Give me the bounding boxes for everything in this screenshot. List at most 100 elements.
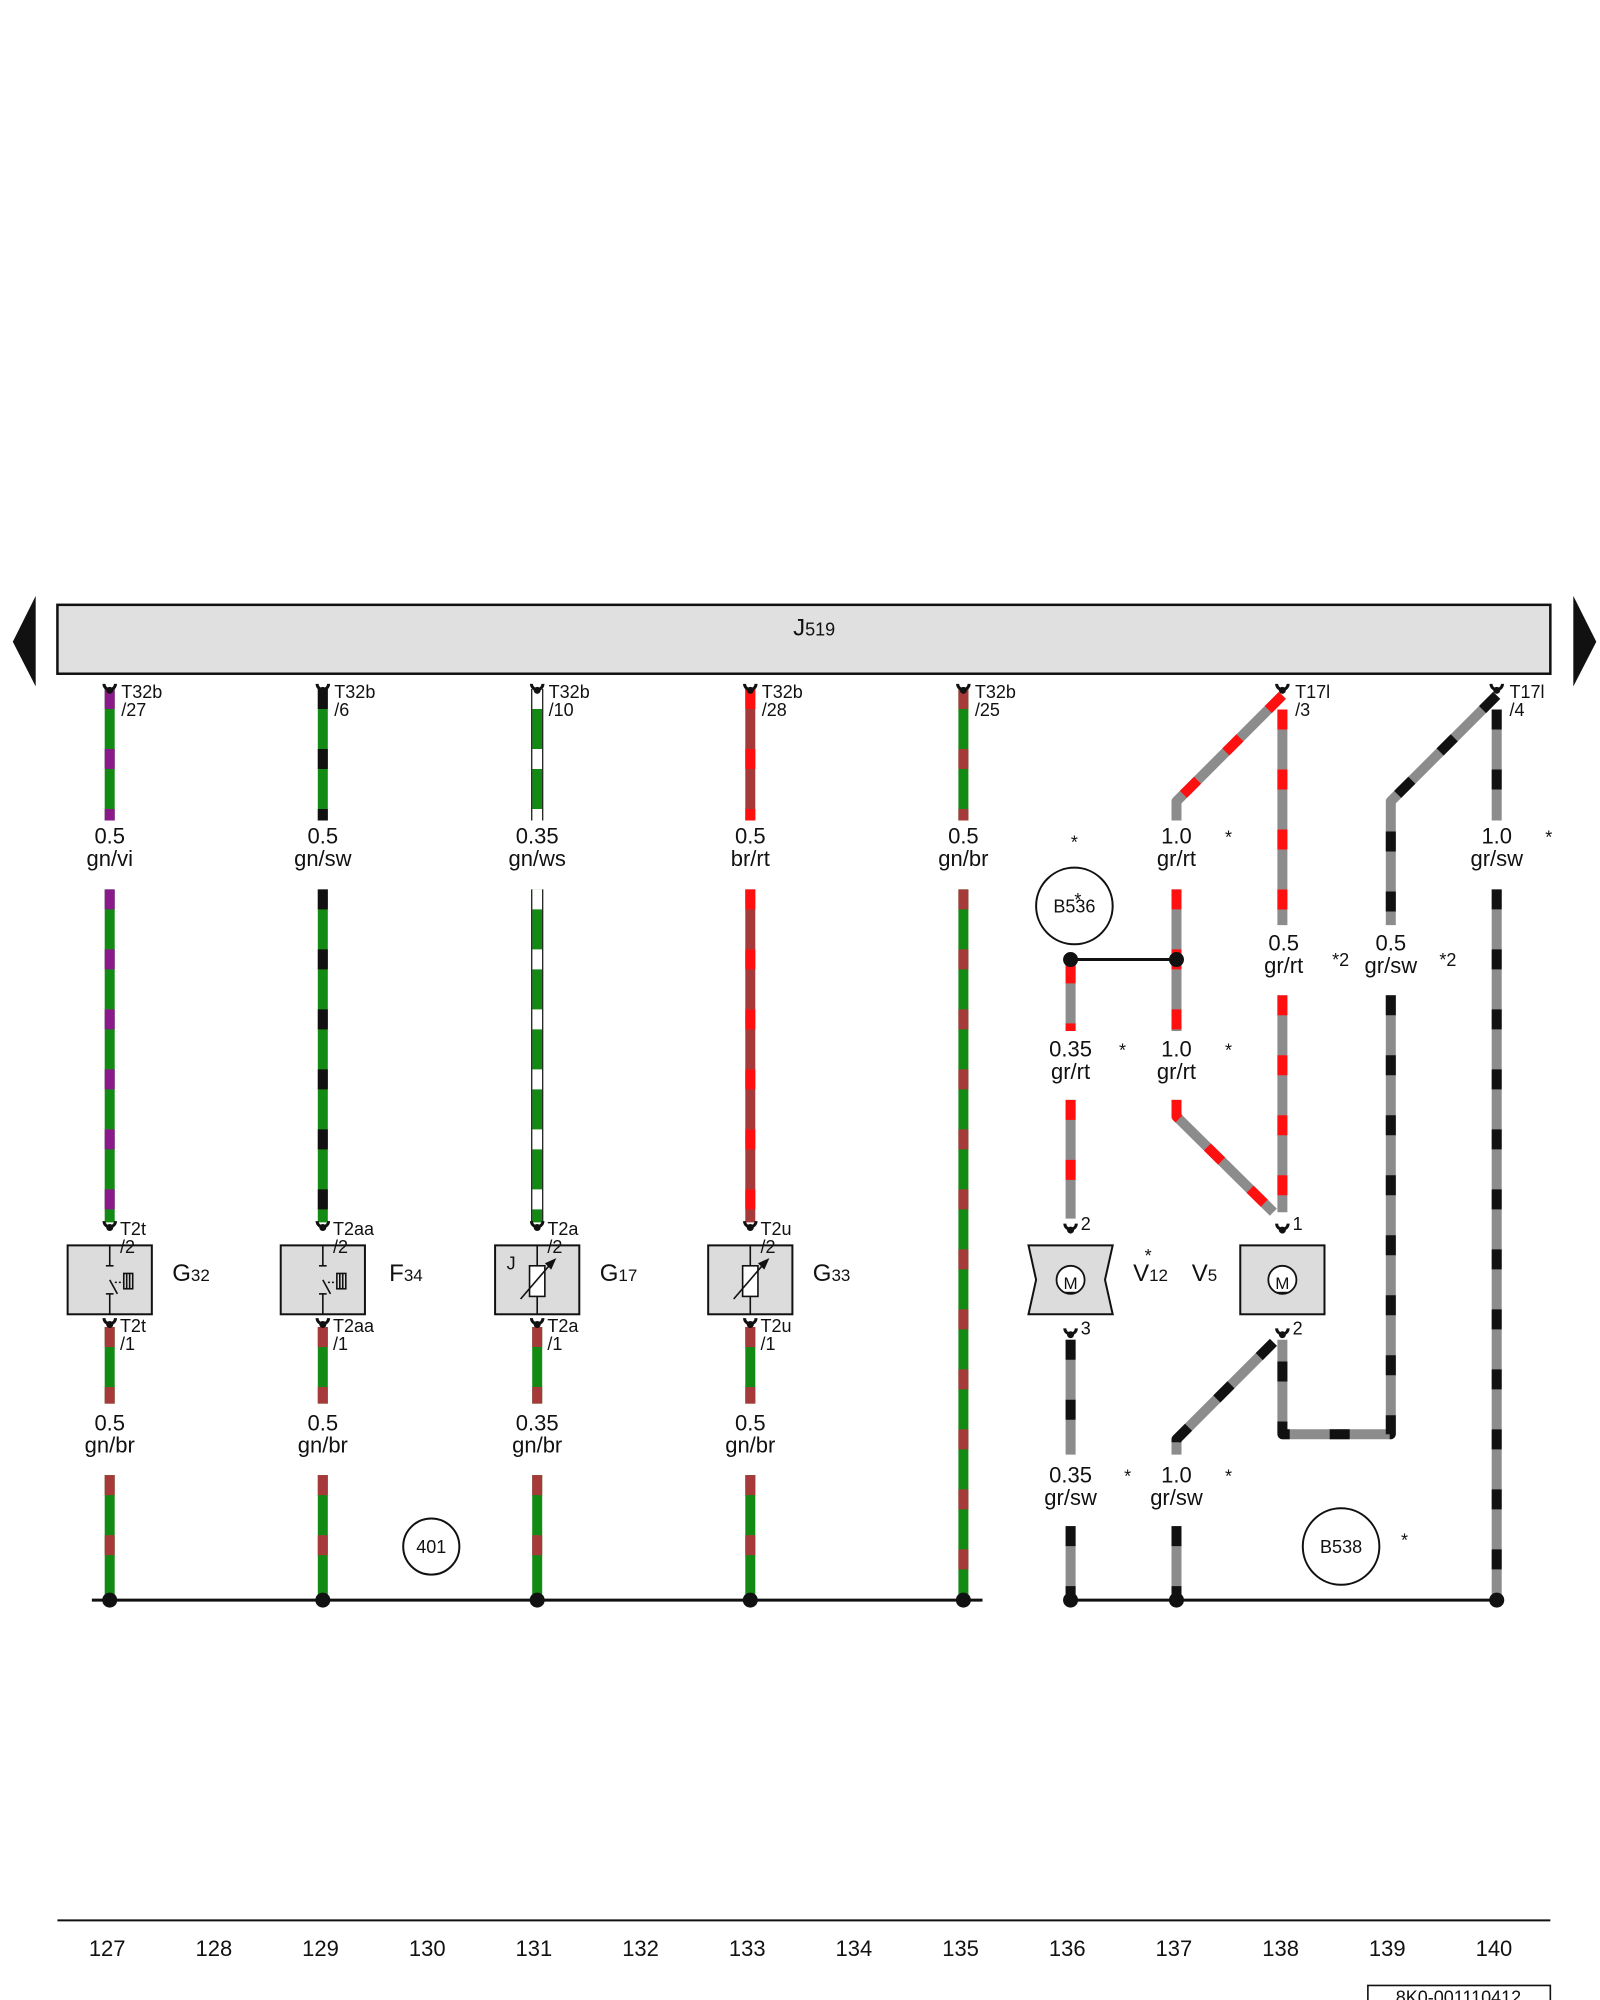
column-number-138: 138 — [1262, 1936, 1299, 1961]
connector-pin-c10 — [319, 1224, 327, 1232]
v5-pin-bottom-label: 2 — [1293, 1319, 1303, 1339]
column-number-132: 132 — [622, 1936, 659, 1961]
column-number-127: 127 — [89, 1936, 126, 1961]
connector-pin-label-c5: /25 — [975, 700, 1000, 720]
connector-pin-c7 — [1493, 686, 1501, 694]
connector-pin-label-c1: /27 — [121, 700, 146, 720]
connector-name-c11: T2aa — [333, 1316, 375, 1336]
wire-size-w12: 0.5 — [94, 1410, 125, 1435]
v5-pin-top-label: 1 — [1293, 1214, 1303, 1234]
component-label-V12: V12 — [1133, 1260, 1168, 1287]
wire-color-w11: gr/rt — [1157, 1059, 1196, 1084]
wire-color-w17: gr/sw — [1150, 1485, 1203, 1510]
motor-icon-letter: M — [1063, 1274, 1077, 1293]
wire-color-w5: gn/br — [938, 846, 988, 871]
connector-pin-label-c9: /1 — [120, 1334, 135, 1354]
thermistor-icon — [520, 1245, 557, 1315]
reference-circle-B538 — [1301, 1507, 1381, 1586]
wire-size-w8: 0.5 — [1268, 931, 1299, 956]
connector-pin-label-c12: /2 — [547, 1237, 562, 1257]
wire-color-w14: gn/br — [512, 1433, 562, 1458]
control-unit-bar — [56, 603, 1552, 675]
wire-color-w2: gn/sw — [294, 846, 352, 871]
wire-color-w9: gr/sw — [1365, 953, 1418, 978]
connector-name-c3: T32b — [549, 682, 590, 702]
connector-pin-label-c14: /2 — [760, 1237, 775, 1257]
switch-icon — [319, 1245, 347, 1315]
wire-size-w6: 1.0 — [1161, 823, 1192, 848]
connector-name-c5: T32b — [975, 682, 1016, 702]
connector-pin-c4 — [746, 686, 754, 694]
reference-note-B538: * — [1401, 1531, 1408, 1551]
connector-pin-label-c13: /1 — [547, 1334, 562, 1354]
connector-pin-c15 — [746, 1320, 754, 1328]
v12-pin-bottom-label: 3 — [1081, 1319, 1091, 1339]
reference-note-top-B536: * — [1071, 833, 1078, 853]
connector-pin-label-c7: /4 — [1510, 700, 1525, 720]
wire-color-w12: gn/br — [85, 1433, 135, 1458]
connector-pin-c13 — [533, 1320, 541, 1328]
page-forward-arrow-icon[interactable] — [1573, 595, 1597, 687]
v12-pin-top-label: 2 — [1081, 1214, 1091, 1234]
connector-name-c1: T32b — [121, 682, 162, 702]
ground-node-8 — [1489, 1592, 1505, 1608]
ground-node-2 — [315, 1592, 331, 1608]
connector-pin-c1 — [106, 686, 114, 694]
connector-name-c8: T2t — [120, 1219, 146, 1239]
wire-w17-top — [1171, 1338, 1277, 1455]
wire-w9-bottom — [1277, 995, 1396, 1440]
column-number-137: 137 — [1156, 1936, 1193, 1961]
component-label-F34: F34 — [389, 1260, 423, 1287]
reference-circle-B536 — [1035, 866, 1114, 946]
wire-w6-top — [1171, 691, 1286, 821]
column-number-136: 136 — [1049, 1936, 1086, 1961]
column-number-129: 129 — [302, 1936, 339, 1961]
wire-note-w6: * — [1225, 827, 1232, 847]
wire-w9-top — [1385, 691, 1501, 926]
column-number-128: 128 — [195, 1936, 232, 1961]
column-number-131: 131 — [516, 1936, 553, 1961]
column-number-134: 134 — [836, 1936, 873, 1961]
ground-node-7 — [1168, 1592, 1184, 1608]
component-label-G33: G33 — [813, 1260, 851, 1287]
ground-node-1 — [102, 1592, 118, 1608]
wire-color-w6: gr/rt — [1157, 846, 1196, 871]
label-layer: J519T32b/27T32b/6T32b/10T32b/28T32b/25T1… — [85, 614, 1553, 2000]
connector-pin-label-c15: /1 — [760, 1334, 775, 1354]
connector-pin-label-c3: /10 — [549, 700, 574, 720]
motor-icon: M — [1267, 1264, 1298, 1295]
ground-node-4 — [742, 1592, 758, 1608]
ground-node-6 — [1063, 1592, 1079, 1608]
wire-layer — [104, 689, 1502, 1595]
wire-w11 — [1171, 1099, 1277, 1216]
wire-w3-top — [531, 689, 544, 821]
connector-pin-label-c2: /6 — [334, 700, 349, 720]
wire-color-w16: gr/sw — [1044, 1485, 1097, 1510]
connector-pin-label-c4: /28 — [762, 700, 787, 720]
wire-size-w15: 0.5 — [735, 1410, 766, 1435]
wire-size-w7: 1.0 — [1481, 823, 1512, 848]
connector-name-c6: T17l — [1295, 682, 1330, 702]
wire-color-w7: gr/sw — [1470, 846, 1523, 871]
ground-node-3 — [529, 1592, 545, 1608]
connector-name-c2: T32b — [334, 682, 375, 702]
component-label-V5: V5 — [1192, 1260, 1217, 1287]
component-note-V12: * — [1145, 1246, 1152, 1266]
connector-name-c10: T2aa — [333, 1219, 375, 1239]
column-number-139: 139 — [1369, 1936, 1406, 1961]
thermistor-letter: J — [507, 1254, 516, 1274]
wire-size-w1: 0.5 — [94, 823, 125, 848]
reference-label-401: 401 — [416, 1537, 446, 1557]
wire-w3-bottom — [531, 889, 544, 1223]
wire-size-w14: 0.35 — [516, 1410, 559, 1435]
reference-label-B538: B538 — [1320, 1537, 1362, 1557]
wire-size-w13: 0.5 — [308, 1410, 339, 1435]
v12-pin-bottom-dot — [1067, 1331, 1075, 1339]
wire-size-w16: 0.35 — [1049, 1463, 1092, 1488]
page-back-arrow-icon[interactable] — [12, 595, 36, 687]
connector-pin-label-c11: /1 — [333, 1334, 348, 1354]
wire-size-w2: 0.5 — [308, 823, 339, 848]
v12-pin-top-dot — [1067, 1226, 1075, 1234]
